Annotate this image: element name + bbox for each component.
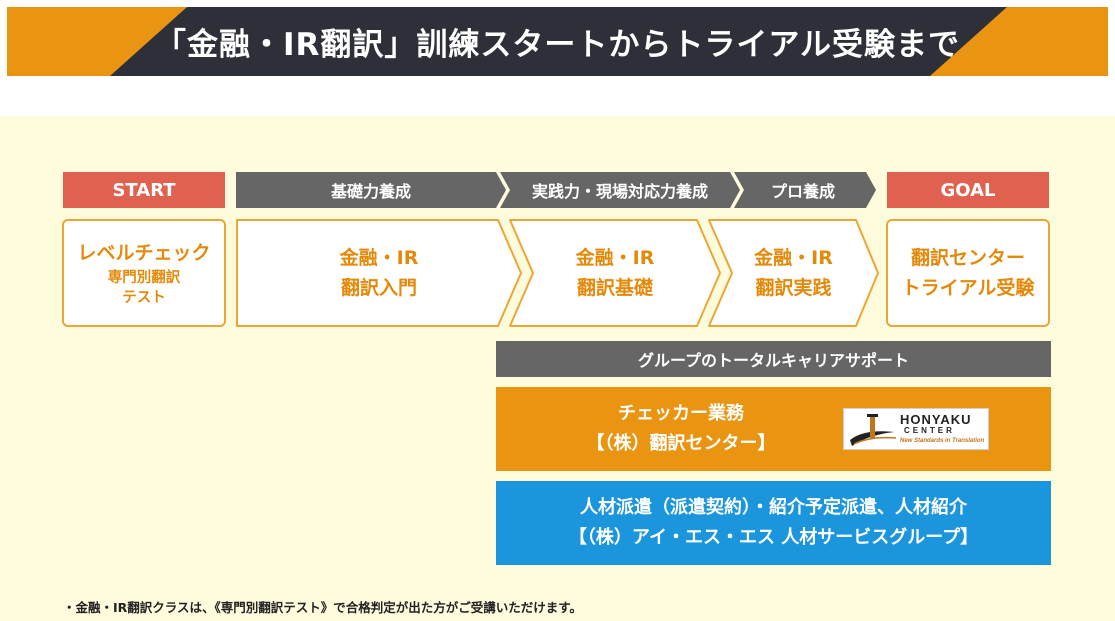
support-header: グループのトータルキャリアサポート xyxy=(496,341,1051,377)
phase-label-basic: 基礎力養成 xyxy=(330,182,411,201)
goal-box: 翻訳センター トライアル受験 xyxy=(886,219,1050,327)
staffing-line1: 人材派遣（派遣契約）・紹介予定派遣、人材紹介 xyxy=(580,497,967,518)
step-basic: 金融・IR 翻訳基礎 xyxy=(510,220,720,326)
step-practice: 金融・IR 翻訳実践 xyxy=(709,220,878,326)
footnote: ・金融・IR翻訳クラスは、《専門別翻訳テスト》で合格判定が出た方がご受講いただけ… xyxy=(63,600,583,615)
checker-line2: 【（株）翻訳センター】 xyxy=(586,433,776,454)
honyaku-center-logo: HONYAKU CENTER New Standards in Translat… xyxy=(843,408,989,450)
logo-name: HONYAKU xyxy=(900,412,972,427)
checker-box: チェッカー業務 【（株）翻訳センター】 HONYAKU CENTER New S… xyxy=(496,387,1051,471)
step-basic-line1: 金融・IR xyxy=(575,247,655,269)
step-basic-line2: 翻訳基礎 xyxy=(576,277,653,299)
checker-line1: チェッカー業務 xyxy=(618,403,744,424)
page-title: 「金融・IR翻訳」訓練スタートからトライアル受験まで xyxy=(154,27,961,63)
staffing-line2: 【（株）アイ・エス・エス 人材サービスグループ】 xyxy=(568,527,979,548)
start-box-title: レベルチェック xyxy=(77,242,211,264)
start-box-sub-1: 専門別翻訳 xyxy=(107,270,181,286)
logo-tagline: New Standards in Translation xyxy=(900,438,985,444)
step-practice-line1: 金融・IR xyxy=(754,247,833,269)
logo-emblem-icon xyxy=(850,414,897,446)
start-box: レベルチェック 専門別翻訳 テスト xyxy=(62,219,226,327)
checker-text: チェッカー業務 【（株）翻訳センター】 xyxy=(556,399,806,459)
phase-label-practical: 実践力・現場対応力養成 xyxy=(531,182,708,201)
logo-sub: CENTER xyxy=(904,426,955,435)
goal-label: GOAL xyxy=(887,172,1049,208)
step-intro-line2: 翻訳入門 xyxy=(340,277,417,299)
staffing-box: 人材派遣（派遣契約）・紹介予定派遣、人材紹介 【（株）アイ・エス・エス 人材サー… xyxy=(496,481,1051,565)
banner-background xyxy=(7,7,1108,76)
goal-box-line2: トライアル受験 xyxy=(901,277,1035,299)
start-box-sub-2: テスト xyxy=(122,290,166,306)
step-intro: 金融・IR 翻訳入門 xyxy=(237,220,521,326)
step-intro-line1: 金融・IR xyxy=(339,247,419,269)
goal-box-line1: 翻訳センター xyxy=(910,247,1025,269)
title-banner: 「金融・IR翻訳」訓練スタートからトライアル受験まで xyxy=(7,7,1108,76)
step-practice-line2: 翻訳実践 xyxy=(755,277,832,299)
phase-label-pro: プロ養成 xyxy=(770,182,835,201)
start-label: START xyxy=(63,172,225,208)
